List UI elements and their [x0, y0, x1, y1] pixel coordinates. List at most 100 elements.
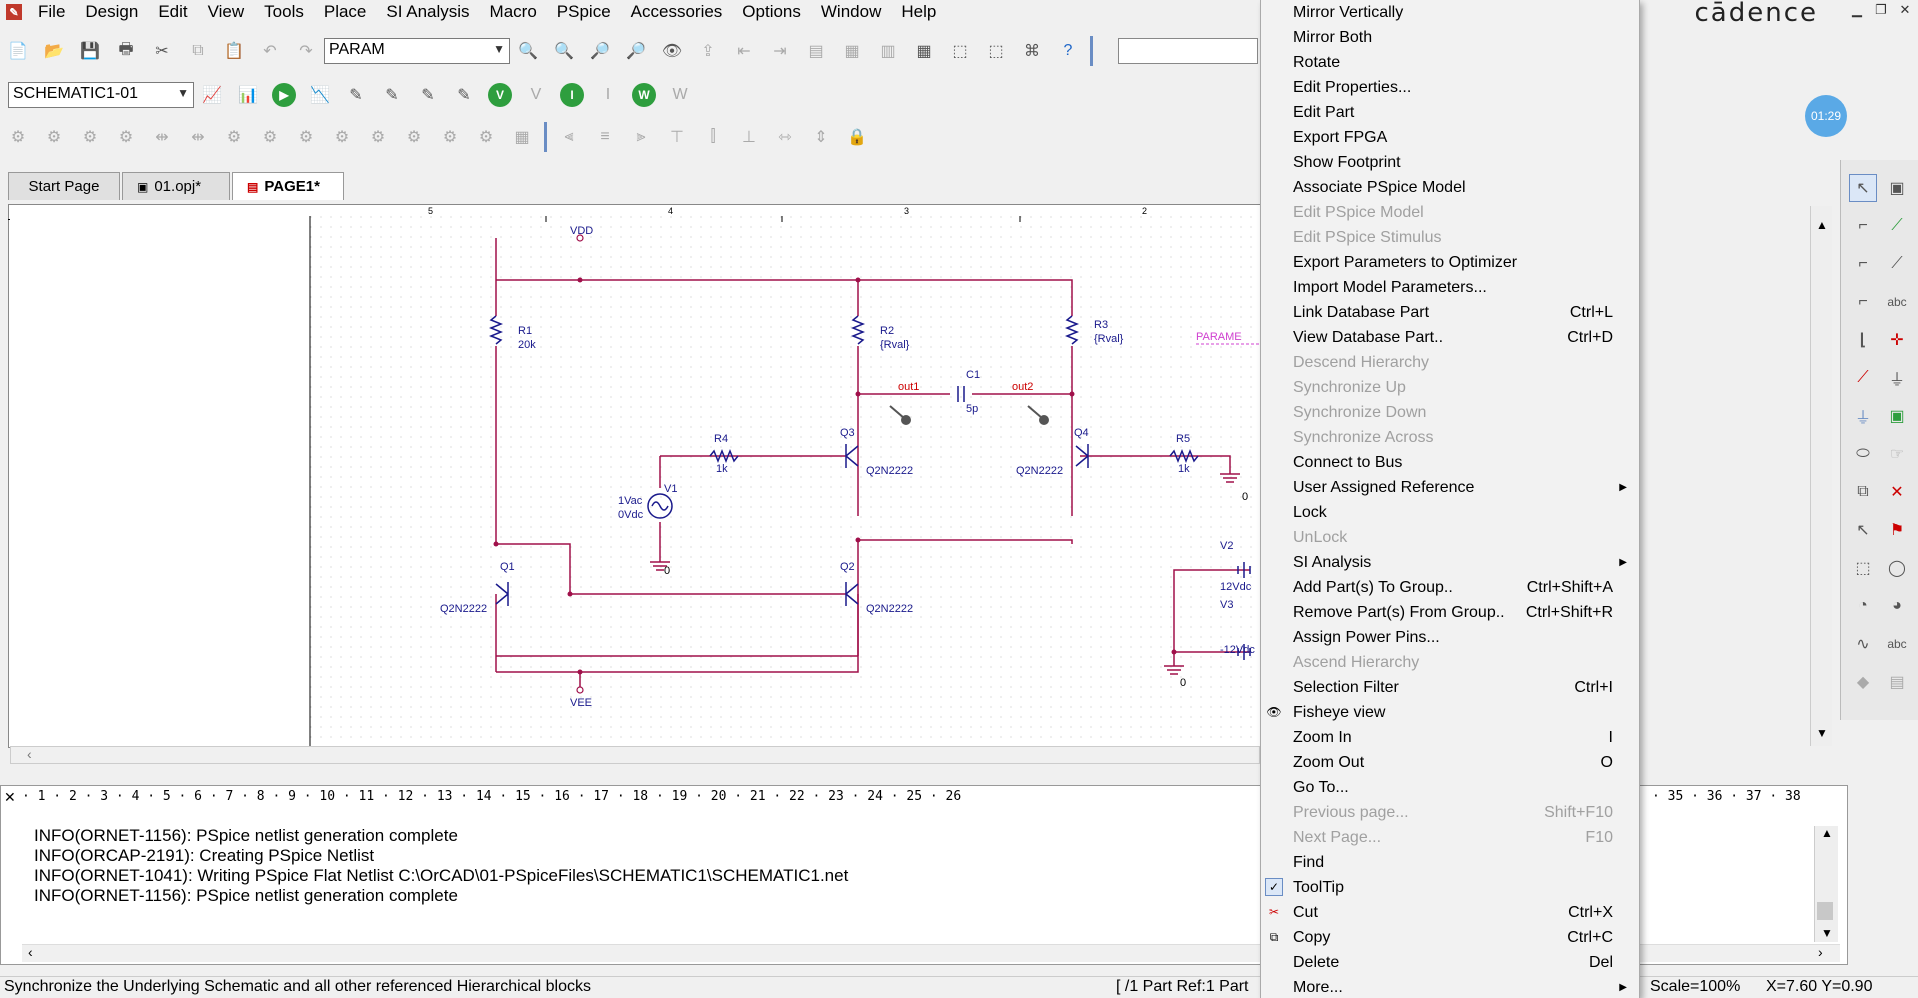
tab-start-page[interactable]: Start Page: [8, 172, 120, 200]
menu-place[interactable]: Place: [323, 2, 367, 21]
scroll-down-icon[interactable]: ▼: [1821, 926, 1833, 940]
place-wire-icon[interactable]: ⌐: [1858, 217, 1868, 234]
annotate-icon[interactable]: ⇪: [701, 43, 715, 60]
print-icon[interactable]: 🖶: [118, 40, 134, 58]
netlist-icon[interactable]: ▤: [808, 43, 824, 60]
place-ground-icon[interactable]: ⏚: [1854, 410, 1871, 427]
new-file-icon[interactable]: 📄: [8, 43, 28, 60]
tool-icon[interactable]: ⚙: [46, 129, 62, 146]
context-menu-item-more[interactable]: More...▶: [1293, 975, 1633, 998]
place-off-page-icon[interactable]: ⟋: [1857, 369, 1869, 386]
context-menu-item-mirror-vertically[interactable]: Mirror Vertically: [1293, 0, 1633, 25]
scroll-left-icon[interactable]: ‹: [28, 944, 33, 960]
context-menu-item-edit-properties[interactable]: Edit Properties...: [1293, 75, 1633, 100]
back-annotate-icon[interactable]: ⇤: [737, 43, 751, 60]
tool-icon[interactable]: ⚙: [478, 129, 494, 146]
context-menu-item-connect-to-bus[interactable]: Connect to Bus: [1293, 450, 1633, 475]
drag-connected-icon[interactable]: ⬚: [988, 43, 1004, 60]
context-menu-item-add-part-s-to-group[interactable]: Add Part(s) To Group..Ctrl+Shift+A: [1293, 575, 1633, 600]
run-icon[interactable]: ▶: [269, 80, 299, 110]
place-polyline-icon[interactable]: ⚑: [1889, 522, 1905, 539]
bom-icon[interactable]: ▥: [880, 43, 896, 60]
tool-icon[interactable]: ⚙: [226, 129, 242, 146]
save-icon[interactable]: 💾: [80, 43, 100, 60]
align-middle-icon[interactable]: ⫿: [710, 128, 716, 145]
align-center-icon[interactable]: ≡: [600, 128, 610, 145]
tool-icon[interactable]: ⚙: [406, 129, 422, 146]
align-right-icon[interactable]: ⫸: [636, 128, 646, 145]
place-net-alias-icon[interactable]: abc: [1887, 295, 1907, 309]
scroll-down-icon[interactable]: ▼: [1816, 726, 1828, 740]
close-icon[interactable]: ✕: [1899, 2, 1911, 17]
place-elliptical-arc-icon[interactable]: ◕: [1892, 597, 1902, 614]
restore-icon[interactable]: ❐: [1875, 2, 1887, 17]
bias-power-toggle-icon[interactable]: W: [672, 86, 688, 103]
place-no-connect-icon[interactable]: ✛: [1890, 332, 1904, 349]
menu-accessories[interactable]: Accessories: [630, 2, 723, 21]
menu-window[interactable]: Window: [820, 2, 882, 21]
context-menu-item-si-analysis[interactable]: SI Analysis▶: [1293, 550, 1633, 575]
tool-icon[interactable]: ▦: [514, 129, 530, 146]
menu-help[interactable]: Help: [901, 2, 937, 21]
context-menu-item-export-parameters-to-optimizer[interactable]: Export Parameters to Optimizer: [1293, 250, 1633, 275]
open-folder-icon[interactable]: 📂: [44, 43, 64, 60]
undo-icon[interactable]: ↶: [263, 43, 277, 60]
bias-current-toggle-icon[interactable]: I: [605, 86, 611, 103]
scroll-left-icon[interactable]: ‹: [27, 746, 32, 762]
context-menu-item-import-model-parameters[interactable]: Import Model Parameters...: [1293, 275, 1633, 300]
voltage-diff-marker-icon[interactable]: ✎: [385, 87, 399, 104]
new-simulation-icon[interactable]: 📈: [202, 87, 222, 104]
menu-options[interactable]: Options: [742, 2, 801, 21]
zoom-out-icon[interactable]: 🔍: [554, 43, 574, 60]
help-icon[interactable]: ?: [1063, 42, 1073, 59]
scroll-right-icon[interactable]: ›: [1818, 944, 1823, 960]
place-text-icon[interactable]: ⧉: [1857, 483, 1869, 500]
output-v-scrollbar[interactable]: ▲ ▼: [1814, 826, 1838, 942]
context-menu-item-find[interactable]: Find: [1293, 850, 1633, 875]
place-pin-icon[interactable]: ⏚: [1888, 372, 1905, 389]
paste-icon[interactable]: 📋: [224, 43, 244, 60]
place-ellipse-icon[interactable]: ◯: [1888, 560, 1906, 577]
menu-view[interactable]: View: [207, 2, 245, 21]
menu-pspice[interactable]: PSpice: [556, 2, 611, 21]
context-menu-item-lock[interactable]: Lock: [1293, 500, 1633, 525]
distribute-v-icon[interactable]: ⇕: [814, 129, 828, 146]
fisheye-icon[interactable]: 👁: [661, 43, 683, 60]
voltage-marker-icon[interactable]: ✎: [349, 87, 363, 104]
context-menu-item-tooltip[interactable]: ToolTip: [1293, 875, 1633, 900]
bias-current-icon[interactable]: I: [557, 80, 587, 110]
context-menu-item-associate-pspice-model[interactable]: Associate PSpice Model: [1293, 175, 1633, 200]
context-menu-item-remove-part-s-from-group[interactable]: Remove Part(s) From Group..Ctrl+Shift+R: [1293, 600, 1633, 625]
select-tool-icon[interactable]: ↖: [1849, 174, 1877, 202]
menu-file[interactable]: File: [38, 2, 66, 21]
zoom-all-icon[interactable]: 🔎: [626, 43, 646, 60]
context-menu-item-view-database-part[interactable]: View Database Part..Ctrl+D: [1293, 325, 1633, 350]
place-text-box-icon[interactable]: abc: [1887, 637, 1907, 651]
context-menu-item-rotate[interactable]: Rotate: [1293, 50, 1633, 75]
redo-icon[interactable]: ↷: [299, 43, 313, 60]
bias-voltage-toggle-icon[interactable]: V: [530, 86, 542, 103]
tab-page1[interactable]: ▤ PAGE1*: [232, 172, 344, 200]
distribute-h-icon[interactable]: ⇿: [778, 129, 792, 146]
minimize-icon[interactable]: ▁: [1852, 2, 1862, 17]
current-marker-icon[interactable]: ✎: [421, 87, 435, 104]
bias-power-icon[interactable]: W: [629, 80, 659, 110]
place-junction-icon[interactable]: ⟋: [1891, 255, 1903, 272]
cross-ref-icon[interactable]: ▦: [844, 43, 860, 60]
menu-tools[interactable]: Tools: [264, 2, 304, 21]
tool-icon[interactable]: ⚙: [262, 129, 278, 146]
lock-icon[interactable]: 🔒: [847, 129, 867, 146]
tab-project[interactable]: ▣ 01.opj*: [122, 172, 230, 200]
zoom-area-icon[interactable]: 🔎: [590, 43, 610, 60]
place-power-icon[interactable]: ⌊: [1859, 332, 1867, 349]
align-left-icon[interactable]: ⫷: [564, 128, 574, 145]
scroll-thumb[interactable]: [1817, 902, 1833, 920]
context-menu-item-edit-part[interactable]: Edit Part: [1293, 100, 1633, 125]
edit-simulation-icon[interactable]: 📊: [238, 87, 258, 104]
